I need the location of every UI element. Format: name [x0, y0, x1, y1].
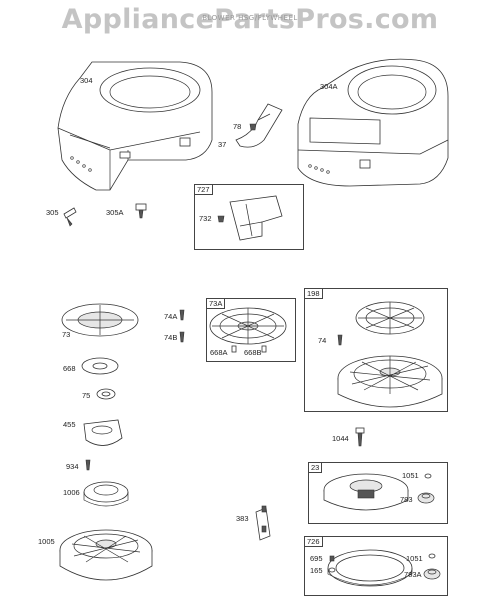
part-label-1006[interactable]: 1006 [63, 488, 80, 497]
bolt-1044[interactable] [355, 427, 365, 447]
part-label-1044[interactable]: 1044 [332, 434, 349, 443]
flywheel-23[interactable] [323, 473, 409, 511]
part-label-1051-top[interactable]: 1051 [402, 471, 419, 480]
ring-1006[interactable] [83, 481, 129, 507]
part-label-668a[interactable]: 668A [210, 348, 228, 357]
part-label-304[interactable]: 304 [80, 76, 93, 85]
screw-668b[interactable] [261, 345, 267, 353]
part-label-783[interactable]: 783 [400, 495, 413, 504]
nut-75[interactable] [96, 388, 116, 400]
blower-housing-304a[interactable] [297, 58, 449, 187]
baffle-727[interactable] [229, 195, 283, 241]
part-label-934[interactable]: 934 [66, 462, 79, 471]
screw-668a[interactable] [231, 345, 237, 353]
kit-box-23: 23 [308, 462, 448, 524]
screw-74b[interactable] [179, 331, 185, 343]
part-label-455[interactable]: 455 [63, 420, 76, 429]
watermark: AppliancePartsPros.com [61, 4, 439, 35]
screw-732[interactable] [217, 215, 225, 223]
guard-37[interactable] [235, 103, 283, 148]
part-label-73[interactable]: 73 [62, 330, 71, 339]
washer-668[interactable] [81, 357, 119, 375]
part-label-1051-bottom[interactable]: 1051 [406, 554, 423, 563]
kit-tag-726[interactable]: 726 [305, 537, 323, 547]
flywheel-198[interactable] [337, 355, 443, 408]
part-label-305a[interactable]: 305A [106, 208, 124, 217]
part-label-75[interactable]: 75 [82, 391, 91, 400]
screw-695[interactable] [329, 555, 335, 562]
part-label-383[interactable]: 383 [236, 514, 249, 523]
bracket-383[interactable] [255, 505, 271, 541]
kit-tag-73a[interactable]: 73A [207, 299, 226, 309]
part-label-74a[interactable]: 74A [164, 312, 178, 321]
screen-198[interactable] [355, 301, 425, 335]
part-label-783a[interactable]: 783A [404, 570, 422, 579]
screen-73[interactable] [61, 303, 139, 337]
ring-gear-726[interactable] [327, 549, 413, 587]
kit-tag-727[interactable]: 727 [195, 185, 213, 195]
kit-box-198: 198 [304, 288, 448, 412]
kit-box-727: 727 [194, 184, 304, 250]
screw-305[interactable] [63, 207, 77, 227]
kit-box-73a: 73A [206, 298, 296, 362]
part-label-74[interactable]: 74 [318, 336, 327, 345]
part-label-1005[interactable]: 1005 [38, 537, 55, 546]
nut-1051-top[interactable] [424, 473, 432, 479]
part-label-668[interactable]: 668 [63, 364, 76, 373]
part-label-305[interactable]: 305 [46, 208, 59, 217]
kit-box-726: 726 [304, 536, 448, 596]
screw-74a[interactable] [179, 309, 185, 321]
part-label-78[interactable]: 78 [233, 122, 242, 131]
kit-tag-23[interactable]: 23 [309, 463, 323, 473]
gear-783a[interactable] [423, 568, 441, 580]
cup-455[interactable] [83, 419, 123, 446]
blower-housing-304[interactable] [57, 61, 213, 191]
nut-1051-bottom[interactable] [428, 553, 436, 559]
screen-73a[interactable] [209, 307, 287, 345]
flywheel-1005[interactable] [59, 529, 153, 581]
part-label-165[interactable]: 165 [310, 566, 323, 575]
part-label-304a[interactable]: 304A [320, 82, 338, 91]
screw-305a[interactable] [135, 203, 147, 219]
screw-78[interactable] [249, 123, 257, 131]
washer-165[interactable] [328, 567, 336, 573]
part-label-74b[interactable]: 74B [164, 333, 178, 342]
part-label-695[interactable]: 695 [310, 554, 323, 563]
diagram-title: BLOWER HSG/FLYWHEEL [202, 14, 298, 22]
screw-74[interactable] [337, 334, 343, 346]
part-label-668b[interactable]: 668B [244, 348, 262, 357]
screw-934[interactable] [85, 459, 91, 471]
part-label-732[interactable]: 732 [199, 214, 212, 223]
kit-tag-198[interactable]: 198 [305, 289, 323, 299]
gear-783[interactable] [417, 492, 435, 504]
part-label-37[interactable]: 37 [218, 140, 227, 149]
